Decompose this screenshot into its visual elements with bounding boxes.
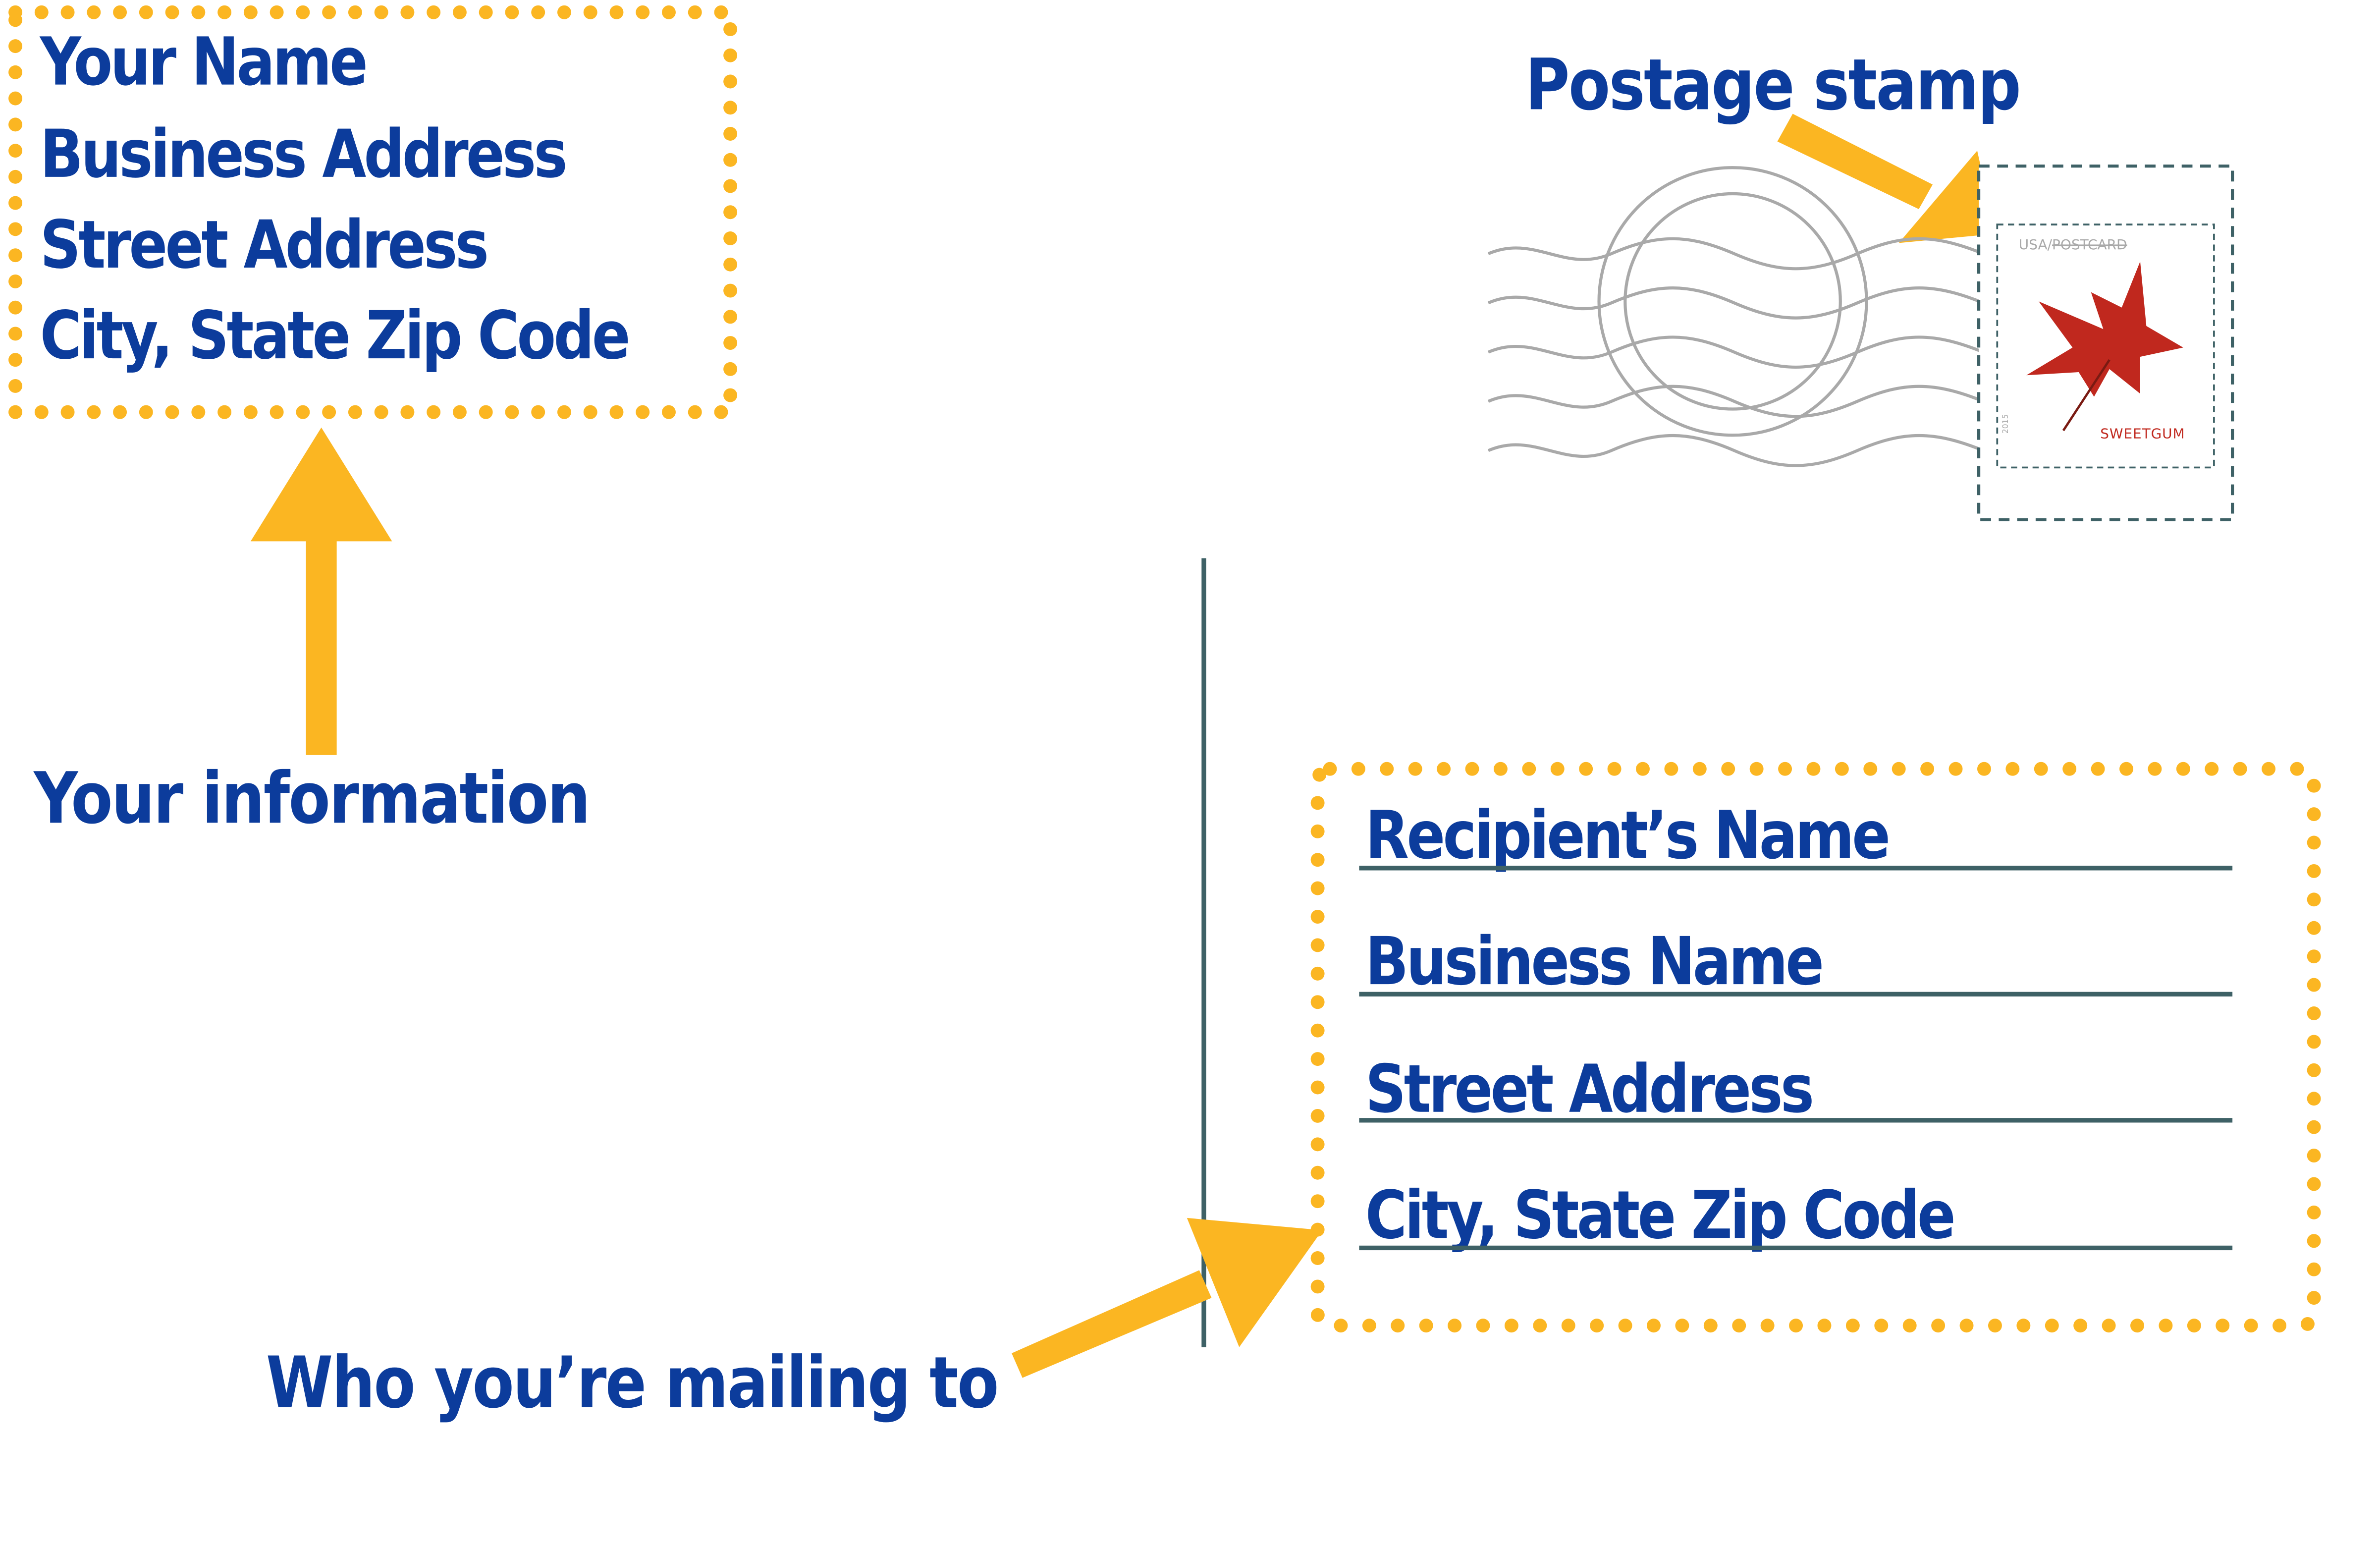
recipient-street-rule <box>1359 1118 2233 1123</box>
stamp-arrow-icon <box>1777 113 1996 243</box>
callout-postage-stamp: Postage stamp <box>1525 43 2021 126</box>
stamp-top-text: USA/POSTCARD <box>2018 238 2127 254</box>
postmark-icon <box>1487 166 1984 467</box>
stamp-name: SWEETGUM <box>2100 427 2185 443</box>
stamp-country: USA <box>2018 238 2048 254</box>
recipient-city-state-zip: City, State Zip Code <box>1365 1178 1956 1255</box>
stamp-year: 2015 <box>2001 414 2011 434</box>
recipient-city-rule <box>1359 1245 2233 1251</box>
up-arrow-icon <box>250 427 392 755</box>
stamp-postcard-struck: POSTCARD <box>2052 238 2127 254</box>
recipient-name-rule <box>1359 866 2233 871</box>
recipient-business-rule <box>1359 992 2233 997</box>
recipient-dotted-frame <box>1310 762 2321 1333</box>
recipient-name: Recipient’s Name <box>1365 798 1891 875</box>
sender-city-state-zip: City, State Zip Code <box>40 298 631 376</box>
recipient-business-name: Business Name <box>1365 924 1824 1001</box>
sender-dotted-frame <box>8 5 738 419</box>
recipient-arrow-icon <box>1012 1217 1322 1378</box>
sweetgum-leaf-icon <box>2026 261 2183 397</box>
callout-your-information: Your information <box>34 756 591 840</box>
sender-business-address: Business Address <box>40 116 568 194</box>
postage-stamp <box>1977 165 2234 522</box>
callout-who-mailing-to: Who you’re mailing to <box>266 1341 999 1424</box>
sender-street-address: Street Address <box>40 207 489 285</box>
sender-name: Your Name <box>40 24 368 102</box>
recipient-street-address: Street Address <box>1365 1051 1814 1129</box>
